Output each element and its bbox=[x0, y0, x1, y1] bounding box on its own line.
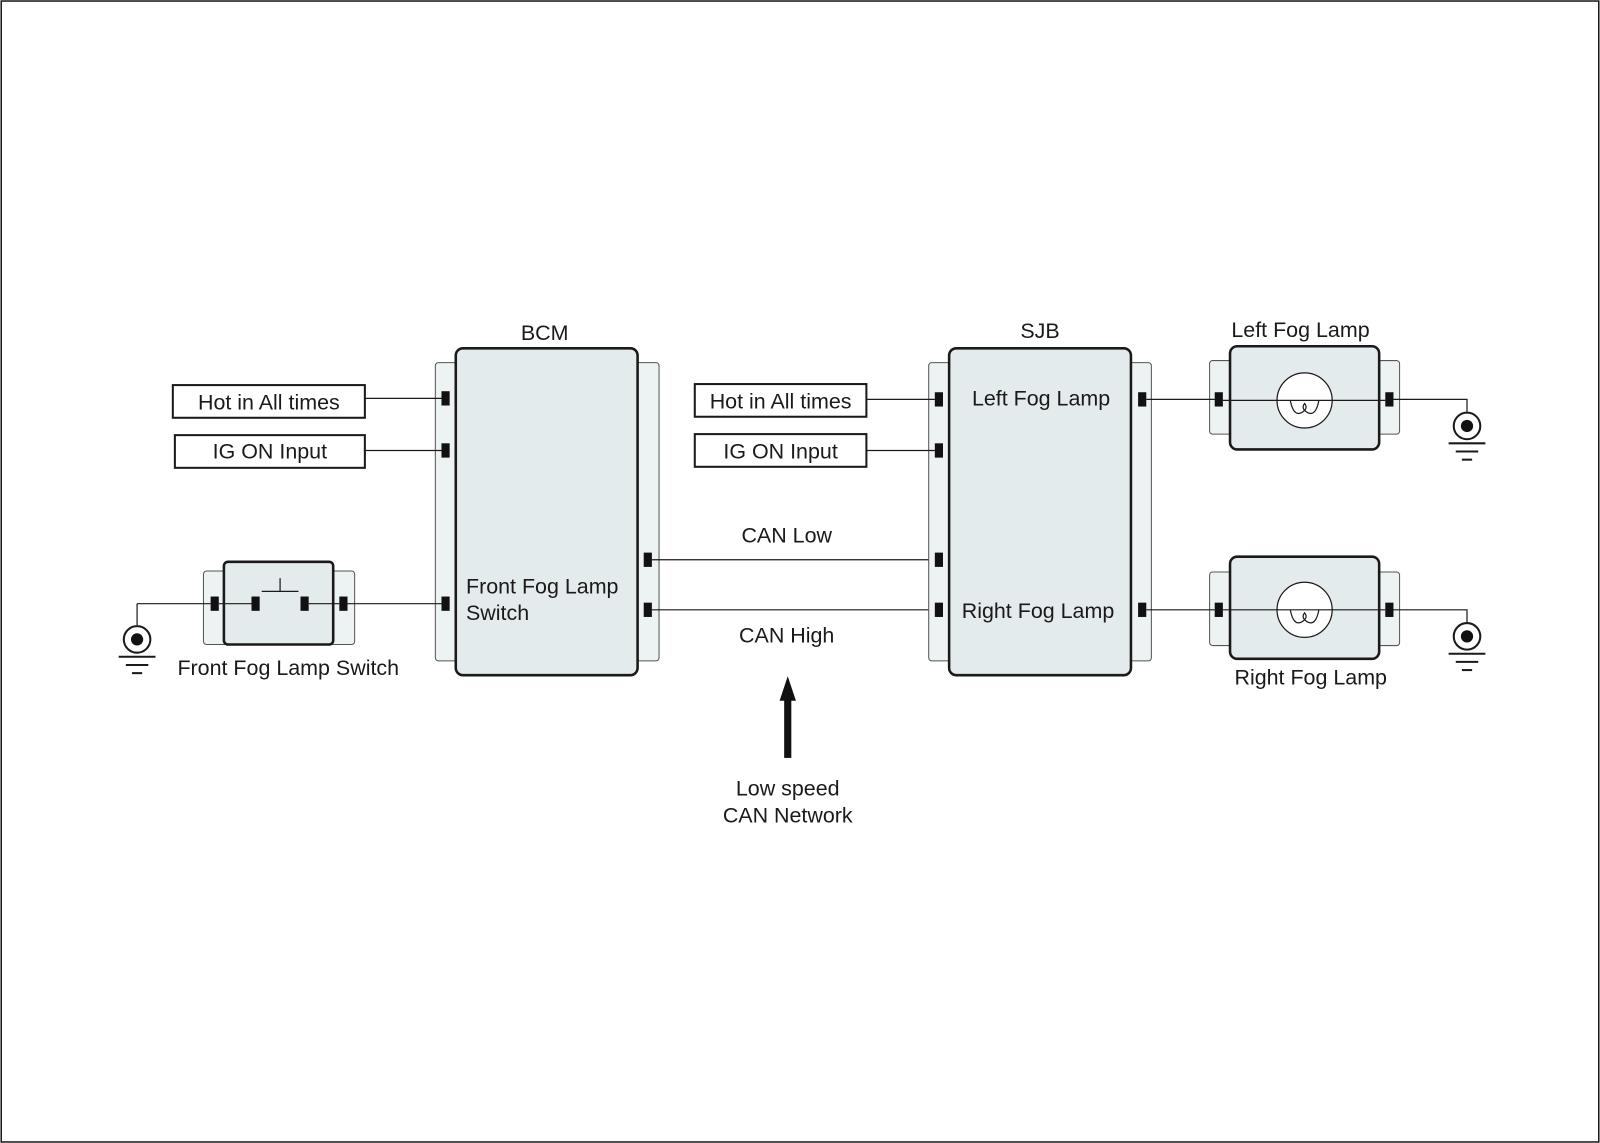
right-fog-lamp: Right Fog Lamp bbox=[1146, 555, 1468, 689]
bcm-body bbox=[454, 347, 639, 677]
right-fog-lamp-label: Right Fog Lamp bbox=[1234, 665, 1387, 689]
can-bus: CAN Low CAN High Low speed CAN Network bbox=[651, 523, 935, 827]
front-fog-lamp-switch: Front Fog Lamp Switch bbox=[136, 560, 442, 680]
right-lamp-pin-out bbox=[1385, 602, 1394, 617]
bcm-pin-ig bbox=[441, 443, 450, 458]
sjb-ig-input-label: IG ON Input bbox=[723, 440, 837, 464]
bcm-pin-hot bbox=[441, 391, 450, 406]
left-lamp-pin-in bbox=[1214, 392, 1223, 407]
sjb-pin-can-high bbox=[934, 602, 944, 617]
right-lamp-ground-wire bbox=[1393, 609, 1468, 624]
sjb-pin-right-fog bbox=[1138, 602, 1147, 617]
sjb-left-output-label: Left Fog Lamp bbox=[972, 387, 1110, 411]
sjb-hot-input-box bbox=[693, 383, 868, 418]
switch-pin-1 bbox=[210, 596, 219, 611]
sjb-ig-input-box bbox=[693, 433, 868, 468]
sjb-body bbox=[947, 347, 1133, 677]
sjb-module: SJB Left Fog Lamp Right Fog Lamp bbox=[928, 319, 1152, 677]
bcm-title: BCM bbox=[521, 321, 569, 345]
bcm-pin-can-low bbox=[643, 552, 652, 567]
switch-label: Front Fog Lamp Switch bbox=[177, 656, 399, 680]
arrow-shaft bbox=[784, 694, 792, 758]
sjb-hot-input-label: Hot in All times bbox=[710, 390, 852, 414]
can-high-label: CAN High bbox=[739, 623, 834, 647]
right-lamp-pin-in bbox=[1214, 602, 1223, 617]
bcm-pin-can-high bbox=[643, 602, 652, 617]
right-lamp-filament bbox=[1289, 609, 1320, 624]
sjb-title: SJB bbox=[1020, 319, 1059, 343]
left-fog-lamp-label: Left Fog Lamp bbox=[1231, 318, 1369, 342]
bcm-hot-input-label: Hot in All times bbox=[198, 391, 340, 415]
left-lamp-ground-wire bbox=[1393, 398, 1468, 413]
sjb-pin-ig bbox=[934, 443, 944, 458]
bcm-ig-input-box bbox=[173, 434, 366, 469]
left-lamp-filament bbox=[1289, 400, 1320, 415]
right-lamp-ground-icon bbox=[1448, 622, 1486, 672]
switch-pin-3 bbox=[300, 596, 309, 611]
ground-dot bbox=[1460, 630, 1474, 643]
sjb-pin-can-low bbox=[934, 552, 944, 567]
can-network-label-line1: Low speed bbox=[736, 777, 840, 801]
bcm-module: BCM Front Fog Lamp Switch bbox=[434, 321, 660, 677]
sjb-right-output-label: Right Fog Lamp bbox=[962, 599, 1115, 623]
sjb-pin-hot bbox=[934, 392, 944, 407]
ground-dot bbox=[1460, 419, 1474, 433]
bcm-ig-input-label: IG ON Input bbox=[213, 440, 327, 464]
left-lamp-pin-out bbox=[1385, 392, 1394, 407]
bcm-hot-input-box bbox=[171, 384, 366, 419]
bcm-text-line1: Front Fog Lamp bbox=[466, 574, 619, 598]
sjb-pin-left-fog bbox=[1138, 392, 1147, 407]
left-fog-lamp: Left Fog Lamp bbox=[1146, 318, 1468, 451]
switch-ground-icon bbox=[118, 625, 156, 675]
sjb-ig-input: IG ON Input bbox=[693, 433, 935, 468]
ground-dot bbox=[130, 633, 144, 646]
left-lamp-ground-icon bbox=[1448, 411, 1486, 461]
switch-pin-2 bbox=[251, 596, 260, 611]
can-low-label: CAN Low bbox=[741, 523, 832, 547]
arrow-up-icon bbox=[779, 676, 796, 701]
bcm-ig-input: IG ON Input bbox=[173, 434, 442, 469]
bcm-pin-switch bbox=[441, 596, 450, 611]
can-network-label-line2: CAN Network bbox=[723, 803, 853, 827]
bcm-text-line2: Switch bbox=[466, 601, 529, 625]
sjb-hot-input: Hot in All times bbox=[693, 383, 935, 418]
bcm-hot-input: Hot in All times bbox=[171, 384, 442, 419]
switch-pin-4 bbox=[339, 596, 348, 611]
